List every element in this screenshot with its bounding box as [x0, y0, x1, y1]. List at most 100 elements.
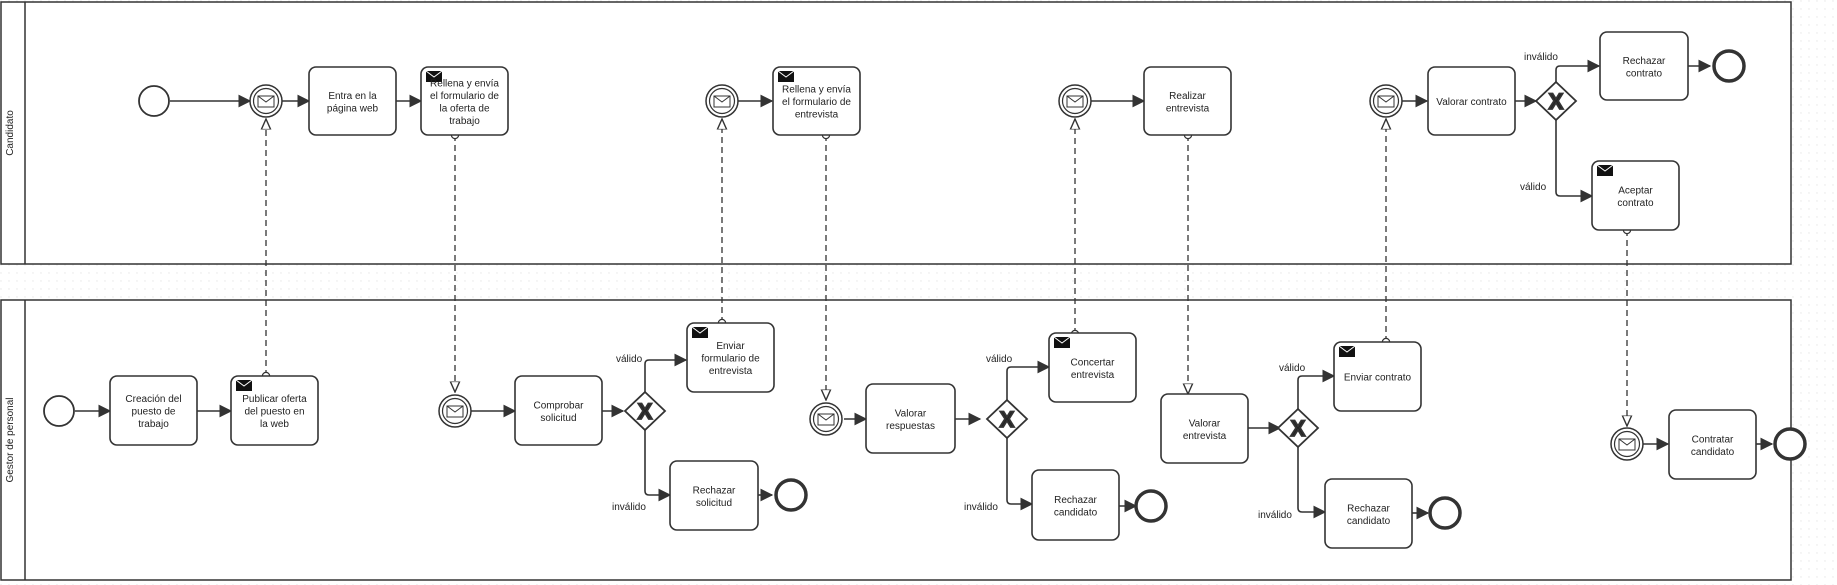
exclusive-gateway-respuestas[interactable]: X: [985, 398, 1029, 440]
message-catch-event-4[interactable]: [1369, 84, 1403, 118]
send-message-icon: [1053, 336, 1071, 348]
flow-label: válido: [1279, 363, 1306, 374]
task-contratar[interactable]: Contratar candidato: [1668, 409, 1757, 480]
task-label: candidato: [1691, 447, 1735, 458]
task-label: Contratar: [1692, 434, 1734, 445]
task-label: respuestas: [886, 421, 935, 432]
task-label: Rechazar: [1623, 56, 1666, 67]
task-label: contrato: [1617, 198, 1654, 209]
flow: [644, 353, 688, 393]
send-message-icon: [425, 70, 443, 82]
task-label: del puesto en: [244, 407, 304, 418]
message-catch-event-g1[interactable]: [438, 394, 472, 428]
task-label: Rechazar: [1054, 495, 1097, 506]
exclusive-gateway-contrato[interactable]: X: [1534, 80, 1578, 122]
gateway-x-icon: X: [1000, 407, 1015, 432]
end-event-contratar[interactable]: [1773, 427, 1807, 461]
task-label: entrevista: [1071, 370, 1115, 381]
flow-label: inválido: [1258, 510, 1292, 521]
task-rechazar-sol[interactable]: Rechazar solicitud: [669, 460, 759, 531]
task-label: Concertar: [1071, 357, 1116, 368]
flow-label: válido: [986, 354, 1013, 365]
task-valorar-contrato[interactable]: Valorar contrato: [1427, 66, 1516, 136]
task-label: la web: [260, 419, 289, 430]
task-label: solicitud: [696, 498, 732, 509]
task-comprobar[interactable]: Comprobar solicitud: [514, 375, 603, 446]
task-label: el formulario de: [430, 91, 499, 102]
task-label: Enviar contrato: [1344, 373, 1412, 384]
task-concertar[interactable]: Concertar entrevista: [1048, 332, 1137, 403]
send-message-icon: [691, 326, 709, 338]
task-rechazar-cand2[interactable]: Rechazar candidato: [1324, 478, 1413, 549]
task-label: entrevista: [709, 366, 753, 377]
task-label: Comprobar: [533, 400, 584, 411]
task-label: Entra en la: [328, 91, 377, 102]
task-label: el formulario de: [782, 97, 851, 108]
flow: [1297, 446, 1327, 519]
task-label: candidato: [1347, 516, 1391, 527]
task-label: Rechazar: [1347, 503, 1390, 514]
task-label: Rellena y envía: [430, 78, 499, 89]
start-event-candidato[interactable]: [138, 85, 170, 117]
events[interactable]: [43, 49, 1807, 530]
send-message-icon: [1338, 345, 1356, 357]
send-message-icon: [777, 70, 795, 82]
gateway-x-icon: X: [1549, 89, 1564, 114]
exclusive-gateway-entrevista[interactable]: X: [1276, 407, 1320, 449]
task-label: contrato: [1626, 68, 1663, 79]
end-event-solicitud[interactable]: [774, 478, 808, 512]
end-event-candidato-1[interactable]: [1134, 489, 1168, 523]
task-label: Valorar contrato: [1436, 97, 1507, 108]
gateway-x-icon: X: [1291, 416, 1306, 441]
end-event-candidato[interactable]: [1712, 49, 1746, 83]
task-label: Realizar: [1169, 91, 1206, 102]
task-label: entrevista: [795, 110, 839, 121]
task-label: solicitud: [540, 413, 576, 424]
task-label: Rellena y envía: [782, 85, 851, 96]
message-catch-event-g2[interactable]: [809, 402, 843, 436]
send-message-icon: [235, 379, 253, 391]
exclusive-gateway-solicitud[interactable]: X: [623, 390, 667, 432]
gateway-x-icon: X: [638, 399, 653, 424]
message-catch-event-3[interactable]: [1058, 84, 1092, 118]
flow: [1297, 369, 1336, 410]
send-message-icon: [1596, 164, 1614, 176]
task-label: Publicar oferta: [242, 394, 307, 405]
task-label: Valorar: [1189, 418, 1221, 429]
task-valorar-entr[interactable]: Valorar entrevista: [1160, 393, 1249, 464]
flow: [1555, 119, 1594, 203]
gateways[interactable]: X X X X: [623, 80, 1578, 449]
flow-label: inválido: [964, 502, 998, 513]
task-valorar-resp[interactable]: Valorar respuestas: [865, 383, 956, 454]
flow-label: válido: [1520, 182, 1547, 193]
message-catch-event-2[interactable]: [705, 84, 739, 118]
task-label: formulario de: [701, 354, 760, 365]
start-event-gestor[interactable]: [43, 395, 75, 427]
flow: [644, 429, 672, 502]
task-label: Rechazar: [693, 485, 736, 496]
task-label: trabajo: [138, 419, 169, 430]
task-label: entrevista: [1183, 431, 1227, 442]
flow-labels: inválido válido válido inválido válido i…: [612, 52, 1558, 521]
sequence-flows: [75, 59, 1774, 520]
message-catch-event-g3[interactable]: [1610, 427, 1644, 461]
task-label: página web: [327, 103, 379, 114]
pool-candidato[interactable]: Candidato: [0, 1, 1792, 265]
task-enviar-contrato[interactable]: Enviar contrato: [1333, 341, 1422, 412]
task-label: trabajo: [449, 116, 480, 127]
end-event-candidato-2[interactable]: [1428, 496, 1462, 530]
task-label: Valorar: [895, 408, 927, 419]
message-catch-event-1[interactable]: [249, 84, 283, 118]
